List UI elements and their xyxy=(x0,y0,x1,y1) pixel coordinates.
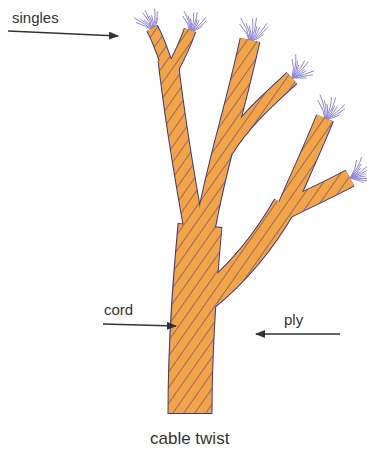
leader-arrow xyxy=(103,324,176,326)
fiber-stroke xyxy=(325,109,345,120)
fiber-stroke xyxy=(350,178,367,182)
fiber-stroke xyxy=(325,104,345,120)
part-label: ply xyxy=(284,312,303,329)
fiber-stroke xyxy=(350,174,365,178)
fiber-stroke xyxy=(320,95,325,121)
fiber-stroke xyxy=(292,78,307,79)
part-label: singles xyxy=(12,10,59,27)
leader-arrow xyxy=(8,31,118,36)
fiber-stroke xyxy=(292,71,314,78)
fiber-stroke xyxy=(246,23,250,42)
ply-strands xyxy=(152,28,350,414)
fiber-stroke xyxy=(190,21,206,32)
fiber-stroke xyxy=(350,168,367,178)
leader-arrows xyxy=(8,31,340,334)
fiber-stroke xyxy=(149,16,152,30)
fiber-stroke xyxy=(250,28,268,42)
fiber-stroke xyxy=(145,10,152,30)
part-label: cord xyxy=(104,302,133,319)
leader-arrow xyxy=(256,333,340,334)
fiber-stroke xyxy=(190,17,206,32)
fiber-stroke xyxy=(250,23,267,42)
caption: cable twist xyxy=(150,430,229,449)
fiber-stroke xyxy=(292,75,313,78)
